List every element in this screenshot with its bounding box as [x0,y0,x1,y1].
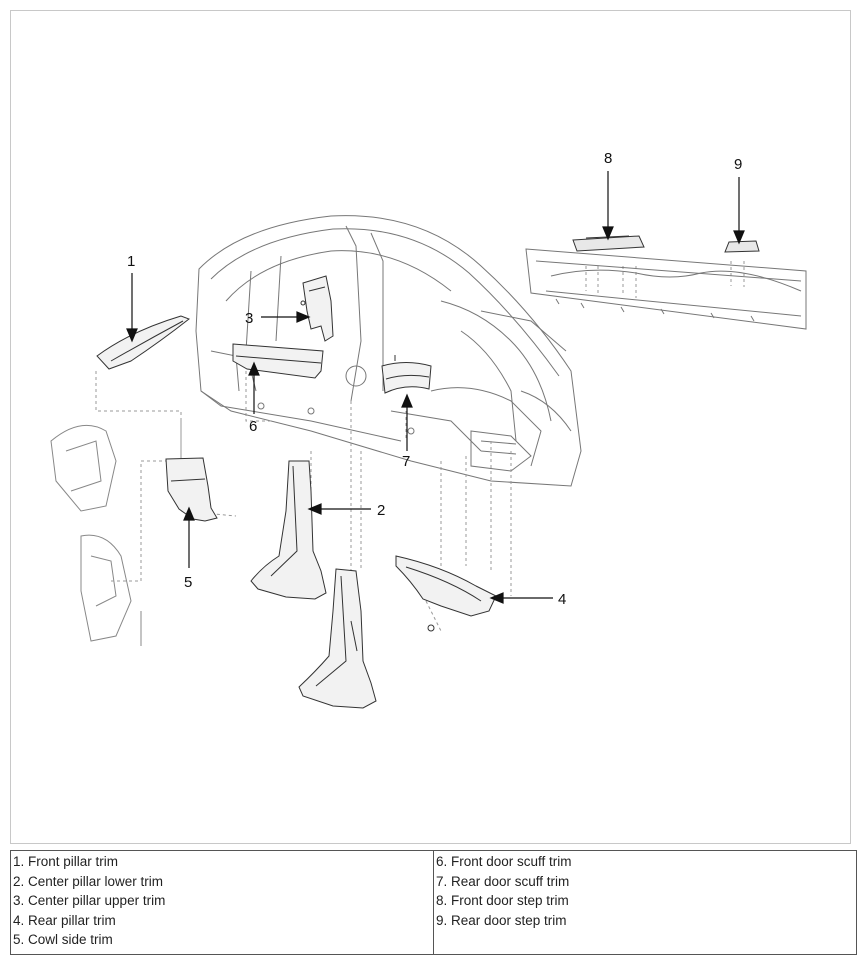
rear-door-step-trim [724,240,760,253]
cowl-side-trim [165,457,218,522]
front-structure [50,424,142,646]
legend-column-right: 6. Front door scuff trim 7. Rear door sc… [433,851,856,954]
callout-labels: 1 2 3 4 5 6 7 8 9 [127,150,742,608]
body-side-structure [195,215,582,487]
center-pillar-lower-trim-alt [298,568,377,709]
legend-item: 3. Center pillar upper trim [13,893,166,909]
callout-6: 6 [249,418,257,435]
callout-5: 5 [184,574,192,591]
legend-item: 7. Rear door scuff trim [436,873,570,889]
callout-4: 4 [558,591,566,608]
legend-item: 1. Front pillar trim [13,854,119,869]
parts-legend: 1. Front pillar trim 2. Center pillar lo… [10,850,857,955]
front-pillar-trim [96,315,191,370]
callout-7: 7 [402,453,410,470]
callout-9: 9 [734,156,742,173]
rear-door-scuff-trim [381,355,432,394]
legend-item: 6. Front door scuff trim [436,854,572,869]
rear-pillar-trim [395,555,497,632]
center-pillar-lower-trim [250,460,327,600]
callout-3: 3 [245,310,253,327]
legend-item: 4. Rear pillar trim [13,912,116,928]
callout-1: 1 [127,253,135,270]
leader-arrows [126,171,745,604]
legend-item: 2. Center pillar lower trim [13,873,164,889]
legend-item: 8. Front door step trim [436,893,569,909]
legend-item: 9. Rear door step trim [436,912,567,928]
legend-column-left: 1. Front pillar trim 2. Center pillar lo… [11,851,433,954]
callout-8: 8 [604,150,612,167]
exploded-diagram: 1 2 3 4 5 6 7 8 9 [50,150,807,709]
callout-2: 2 [377,502,385,519]
door-step-panel [525,248,807,330]
exploded-diagram-frame: 1 2 3 4 5 6 7 8 9 [10,10,851,844]
legend-item: 5. Cowl side trim [13,932,113,948]
center-pillar-upper-trim [300,275,334,342]
